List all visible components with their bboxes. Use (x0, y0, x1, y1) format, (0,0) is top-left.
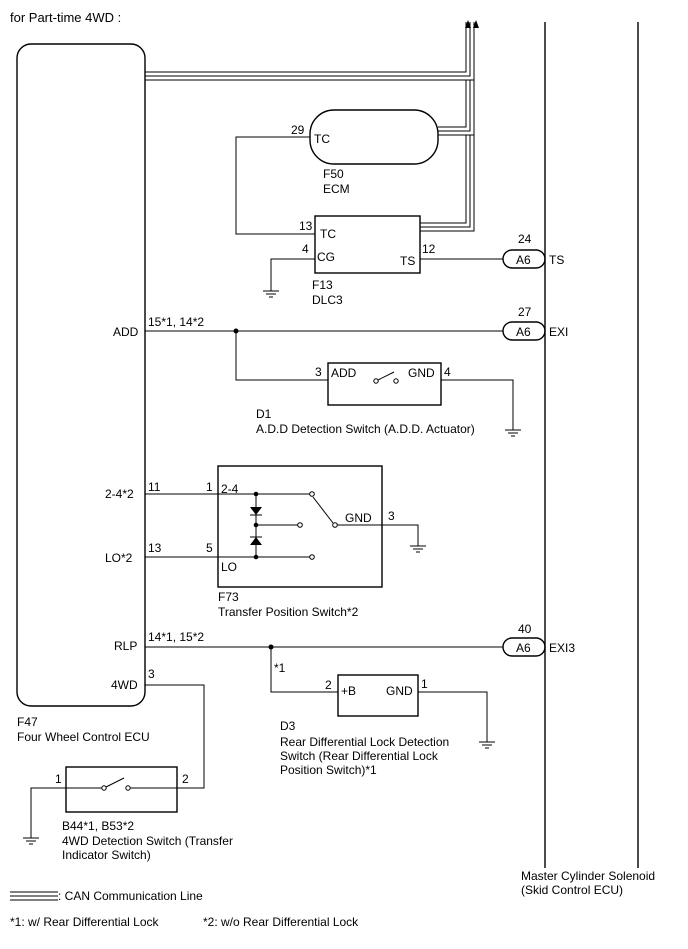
dlc3-pin-12: 12 (422, 242, 436, 256)
fwd-switch-name-2: Indicator Switch) (62, 848, 151, 862)
fwd-switch-contact-icon (66, 777, 177, 791)
transfer-pin-3: 3 (388, 509, 395, 523)
add-switch-gnd-wire (441, 379, 514, 430)
transfer-switch-name: Transfer Position Switch*2 (218, 605, 359, 619)
add-switch-pin-3: 3 (315, 365, 322, 379)
skid-ecu-name-1: Master Cylinder Solenoid (521, 869, 655, 883)
diagram-header: for Part-time 4WD : (10, 10, 121, 25)
rear-diff-term-gnd: GND (386, 684, 413, 698)
ground-icon-f73 (409, 545, 427, 553)
ecm-terminal-tc: TC (314, 132, 330, 146)
dlc3-terminal-tc: TC (320, 227, 336, 241)
wire-label-rlp: 14*1, 15*2 (148, 630, 204, 644)
rear-diff-name-2: Switch (Rear Differential Lock (280, 749, 439, 763)
four-wheel-control-ecu-box (16, 43, 146, 707)
connector-a6-exi3 (502, 637, 546, 657)
connector-exi3-pin: 40 (518, 622, 532, 636)
connector-exi-name: A6 (516, 325, 531, 339)
can-bus-lines (145, 22, 475, 232)
can-line-legend-icon (10, 891, 58, 901)
ecu-main-name: Four Wheel Control ECU (17, 730, 150, 744)
ecu-main-id: F47 (17, 715, 38, 729)
connector-exi-signal: EXI (549, 325, 568, 339)
rear-diff-name-1: Rear Differential Lock Detection (280, 735, 449, 749)
skid-control-ecu-box (544, 22, 639, 868)
transfer-term-24: 2-4 (221, 482, 239, 496)
transfer-pin-1: 1 (206, 480, 213, 494)
legend-note-1: *1: w/ Rear Differential Lock (10, 915, 160, 929)
connector-exi3-signal: EXI3 (549, 641, 575, 655)
dlc3-box (314, 215, 421, 274)
transfer-switch-box (217, 465, 383, 588)
cg-wire (270, 258, 315, 291)
skid-ecu-name-2: (Skid Control ECU) (521, 883, 623, 897)
rear-diff-switch-box (337, 674, 419, 717)
connector-a6-exi (502, 321, 546, 341)
rear-diff-gnd-wire (418, 691, 488, 742)
ground-icon-cg (262, 290, 280, 298)
ecu-terminal-rlp: RLP (114, 639, 137, 653)
wire-label-lo: 13 (148, 541, 162, 555)
connector-ts-name: A6 (516, 253, 531, 267)
add-switch-pin-4: 4 (444, 365, 451, 379)
ecm-pin-29: 29 (291, 123, 305, 137)
connector-ts-pin: 24 (518, 232, 532, 246)
rear-diff-pin-2: 2 (325, 678, 332, 692)
add-switch-term-add: ADD (331, 366, 357, 380)
fwd-switch-id: B44*1, B53*2 (62, 819, 134, 833)
ecm-id: F50 (323, 167, 344, 181)
rear-diff-pin-1: 1 (421, 677, 428, 691)
ground-icon-d1 (504, 429, 522, 437)
fwd-switch-pin-2: 2 (182, 772, 189, 786)
transfer-switch-id: F73 (218, 590, 239, 604)
dlc3-terminal-ts: TS (400, 254, 415, 268)
ground-icon-d3 (478, 741, 496, 749)
rear-diff-term-b: +B (341, 684, 356, 698)
ecm-name: ECM (323, 182, 350, 196)
ecu-terminal-add: ADD (113, 325, 139, 339)
ecu-terminal-24: 2-4*2 (105, 487, 134, 501)
connector-a6-ts (502, 249, 546, 269)
transfer-gnd-wire (382, 524, 419, 546)
add-switch-name: A.D.D Detection Switch (A.D.D. Actuator) (256, 422, 475, 436)
add-switch-contact-icon (373, 371, 399, 384)
legend-note-2: *2: w/o Rear Differential Lock (203, 915, 359, 929)
add-switch-id: D1 (256, 407, 272, 421)
transfer-term-lo: LO (221, 560, 237, 574)
fwd-wire (145, 684, 205, 789)
dlc3-pin-13: 13 (299, 219, 313, 233)
dlc3-id: F13 (312, 278, 333, 292)
wire-label-add: 15*1, 14*2 (148, 315, 204, 329)
legend-can-line: : CAN Communication Line (58, 889, 203, 903)
wire-label-4wd: 3 (148, 667, 155, 681)
can-arrow-1 (465, 20, 471, 28)
dlc3-name: DLC3 (312, 293, 343, 307)
transfer-term-gnd: GND (345, 511, 372, 525)
fwd-switch-gnd-wire (30, 787, 66, 838)
rear-diff-branch-note: *1 (274, 661, 286, 675)
fwd-switch-name-1: 4WD Detection Switch (Transfer (62, 834, 233, 848)
ecu-terminal-4wd: 4WD (111, 678, 138, 692)
transfer-switch-internal-icon (218, 491, 382, 560)
ground-icon-fwd (22, 837, 40, 845)
connector-exi-pin: 27 (518, 305, 532, 319)
add-switch-term-gnd: GND (408, 366, 435, 380)
add-switch-box (327, 362, 442, 406)
dlc3-pin-4: 4 (302, 242, 309, 256)
rear-diff-name-3: Position Switch)*1 (280, 763, 377, 777)
ecu-terminal-lo: LO*2 (105, 551, 133, 565)
rear-diff-branch-wire (270, 647, 338, 693)
rear-diff-id: D3 (280, 719, 296, 733)
tc-wire (235, 136, 315, 235)
connector-ts-signal: TS (549, 253, 564, 267)
wire-label-24: 11 (148, 480, 161, 494)
can-arrow-2 (473, 20, 479, 28)
transfer-pin-5: 5 (206, 541, 213, 555)
dlc3-terminal-cg: CG (317, 250, 335, 264)
connector-exi3-name: A6 (516, 641, 531, 655)
add-branch-wire (235, 331, 328, 381)
fwd-switch-pin-1: 1 (55, 772, 62, 786)
fwd-switch-box (65, 766, 178, 813)
